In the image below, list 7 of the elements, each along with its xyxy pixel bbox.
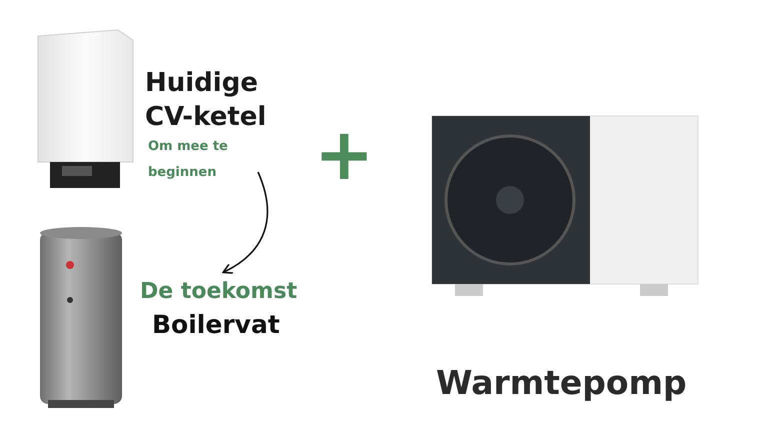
node-subtitle: De toekomst <box>140 278 298 306</box>
plus-sign: + <box>314 118 374 190</box>
node-subtitle: Om mee te beginnen <box>148 138 229 182</box>
product-label: Warmtepomp <box>436 366 687 399</box>
curved-arrow <box>222 172 268 274</box>
node-heading: Huidige CV-ketel <box>145 67 268 134</box>
node-heading: Boilervat <box>152 309 280 341</box>
